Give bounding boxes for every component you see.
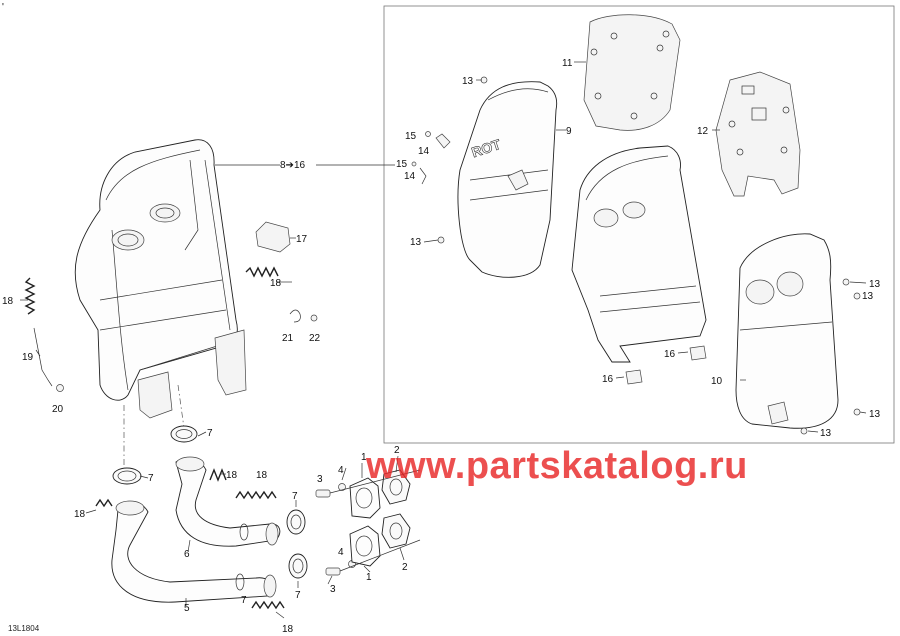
callout: 13 [410,237,422,248]
gasket-7-right-upper [286,509,306,535]
callout: 7 [207,428,213,439]
callout-labels: 1 1 2 2 3 3 4 4 5 6 7 7 7 7 7 8➔16 9 10 … [2,58,881,635]
spring-18-left [24,277,36,315]
callout: 18 [282,624,294,635]
callout: 6 [184,549,190,560]
gasket-2-upper [381,469,411,505]
callout: 15 [396,159,408,170]
gasket-7-left [112,467,142,485]
callout: 11 [562,58,573,69]
callout: 1 [361,452,367,463]
callout: 1 [366,572,372,583]
bracket-17 [255,221,291,253]
callout: 13 [862,291,874,302]
callout: 2 [394,445,400,456]
callout: 18 [226,470,238,481]
reference-code: 13L1804 [8,624,40,633]
clip-14-lower [419,167,427,185]
callout: 9 [566,126,572,137]
spring-18-pipe6 [235,490,277,500]
gasket-7-upper [170,425,198,443]
bolt-3-lower [325,567,341,576]
screw-15-upper [425,131,431,137]
clip-21 [289,309,301,323]
nut-13-f [800,427,808,435]
spring-18-mid [245,266,279,278]
callout: 13 [820,428,832,439]
callout: 14 [404,171,416,182]
callout: 20 [52,404,64,415]
gasket-7-right-lower [288,553,308,579]
detail-frame [383,5,895,444]
callout: 7 [292,491,298,502]
callout: 16 [664,349,676,360]
flange-1-lower [349,525,381,567]
washer-4-upper [338,483,346,491]
callout: 14 [418,146,430,157]
insulation-plate-11 [583,14,681,131]
callout: 10 [711,376,723,387]
clip-16-b [625,369,643,385]
callout: 19 [22,352,34,363]
clip-14-upper [435,133,451,149]
nut-13-b [437,236,445,244]
callout: 18 [270,278,282,289]
callout: 18 [74,509,86,520]
insulation-plate-12 [715,71,801,197]
callout: 16 [602,374,614,385]
nut-13-c [842,278,850,286]
callout: 12 [697,126,709,137]
clip-16-a [689,345,707,361]
watermark-text: www.partskatalog.ru [366,445,748,487]
callout: 7 [148,473,154,484]
callout: 4 [338,547,344,558]
spring-18-bottom [251,600,285,610]
screw-15-lower [411,161,417,167]
spring-18-lower-left [95,498,113,508]
gasket-2-lower [381,513,411,549]
bolt-20 [56,384,64,392]
callout: 3 [330,584,336,595]
callout: 18 [2,296,14,307]
nut-22 [310,314,318,322]
callout: 2 [402,562,408,573]
callout: 17 [296,234,308,245]
callout: 7 [295,590,301,601]
nut-13-d [853,292,861,300]
muffler-assembly [74,139,247,419]
callout: 13 [462,76,474,87]
callout: 13 [869,409,881,420]
heat-shield-10 [735,233,839,429]
flange-1-upper [349,477,381,519]
nut-13-e [853,408,861,416]
spring-18-upper [209,468,227,482]
callout: 13 [869,279,881,290]
callout: 18 [256,470,268,481]
callout: 15 [405,131,417,142]
rod-19 [33,327,53,387]
muffler-body [571,145,707,363]
callout: 5 [184,603,190,614]
callout: 4 [338,465,344,476]
callout: 3 [317,474,323,485]
heat-shield-9: ROT [457,81,558,278]
corner-mark: ' [2,2,4,13]
bolt-3-upper [315,489,331,498]
callout: 22 [309,333,321,344]
callout: 21 [282,333,294,344]
callout: 8➔16 [280,160,306,171]
callout: 7 [241,595,247,606]
